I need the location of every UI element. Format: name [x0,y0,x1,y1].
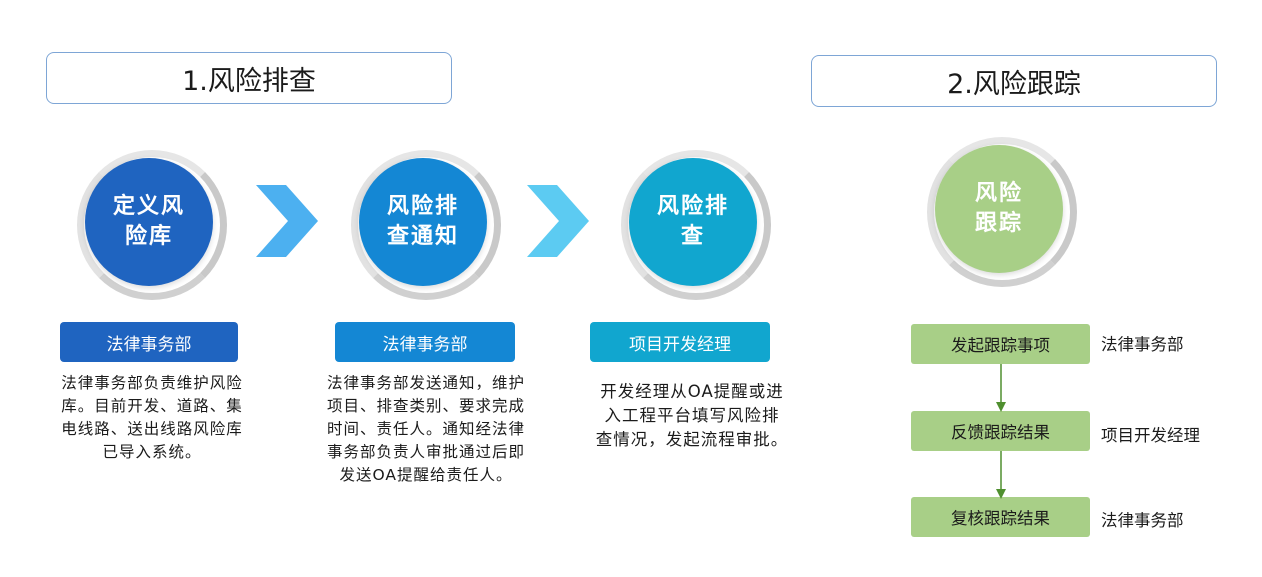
tracking-step-initiate: 发起跟踪事项 [911,324,1090,364]
stage-circle-risk-check: 风险排 查 [621,150,771,300]
chevron-right-icon [527,185,589,257]
chevron-right-icon [256,185,318,257]
circle-label: 跟踪 [974,211,1023,236]
circle-body: 风险排 查通知 [359,158,487,286]
circle-label: 风险排 [656,194,729,219]
circle-label: 查通知 [386,224,459,249]
description-line: 法律事务部发送通知，维护 [326,374,525,392]
role-text: 法律事务部 [106,334,192,355]
circle-label: 风险排 [386,194,459,219]
circle-ring [77,150,227,300]
stage-description: 开发经理从OA提醒或进 入工程平台填写风险排 查情况，发起流程审批。 [574,380,810,452]
tracking-step-feedback: 反馈跟踪结果 [911,411,1090,451]
circle-ring [927,137,1077,287]
description-line: 发送OA提醒给责任人。 [339,466,513,484]
stage-circle-define-risk-library: 定义风 险库 [77,150,227,300]
description-line: 查情况，发起流程审批。 [595,430,789,449]
tracking-step-review: 复核跟踪结果 [911,497,1090,537]
description-line: 入工程平台填写风险排 [604,406,780,425]
arrow-down-icon [996,364,1006,412]
step-label: 反馈跟踪结果 [951,423,1050,442]
step-label: 复核跟踪结果 [951,509,1050,528]
stage-description: 法律事务部负责维护风险 库。目前开发、道路、集 电线路、送出线路风险库 已导入系… [40,372,264,464]
description-line: 电线路、送出线路风险库 [61,420,243,438]
role-label-legal-dept: 法律事务部 [335,322,515,362]
circle-label: 查 [680,224,705,249]
section-title: 1.风险排查 [182,65,316,97]
role-label-project-manager: 项目开发经理 [590,322,770,362]
arrow-down-icon [996,451,1006,499]
section-header-risk-tracking: 2.风险跟踪 [811,55,1217,107]
circle-label: 险库 [124,224,173,249]
circle-body: 风险 跟踪 [935,145,1063,273]
circle-ring [621,150,771,300]
stage-description: 法律事务部发送通知，维护 项目、排查类别、要求完成 时间、责任人。通知经法律 事… [301,372,551,487]
description-line: 时间、责任人。通知经法律 [326,420,525,438]
section-header-risk-check: 1.风险排查 [46,52,452,104]
role-text: 项目开发经理 [629,334,731,355]
description-line: 事务部负责人审批通过后即 [326,443,525,461]
circle-label: 风险 [974,181,1023,206]
section-title: 2.风险跟踪 [947,68,1081,100]
stage-circle-risk-tracking: 风险 跟踪 [927,137,1077,287]
description-line: 库。目前开发、道路、集 [61,397,243,415]
step-role: 法律事务部 [1101,335,1184,354]
description-line: 已导入系统。 [102,443,202,461]
role-text: 法律事务部 [382,334,468,355]
description-line: 开发经理从OA提醒或进 [600,382,784,401]
circle-body: 定义风 险库 [85,158,213,286]
step-role: 项目开发经理 [1101,426,1200,445]
step-role: 法律事务部 [1101,511,1184,530]
stage-circle-risk-check-notice: 风险排 查通知 [351,150,501,300]
role-label-legal-dept: 法律事务部 [60,322,238,362]
description-line: 法律事务部负责维护风险 [61,374,243,392]
step-label: 发起跟踪事项 [951,336,1050,355]
circle-body: 风险排 查 [629,158,757,286]
circle-ring [351,150,501,300]
description-line: 项目、排查类别、要求完成 [326,397,525,415]
circle-label: 定义风 [112,194,185,219]
